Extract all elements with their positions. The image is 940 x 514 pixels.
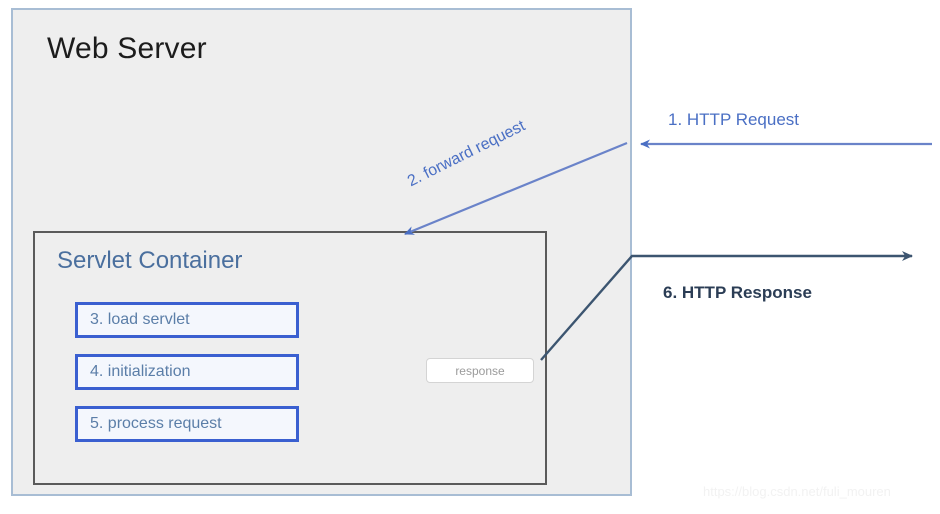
step-box-process-request: 5. process request — [75, 406, 299, 442]
step-box-initialization: 4. initialization — [75, 354, 299, 390]
arrow-label-http-request: 1. HTTP Request — [668, 110, 800, 129]
step-box-load-servlet: 3. load servlet — [75, 302, 299, 338]
response-chip: response — [426, 358, 534, 383]
step-label-initialization: 4. initialization — [90, 363, 191, 380]
response-chip-label: response — [455, 363, 505, 378]
step-label-load-servlet: 3. load servlet — [90, 311, 190, 328]
arrow-label-http-response: 6. HTTP Response — [663, 283, 812, 302]
watermark: https://blog.csdn.net/fuli_mouren — [703, 484, 891, 499]
step-label-process-request: 5. process request — [90, 415, 222, 432]
web-server-title: Web Server — [47, 32, 207, 65]
servlet-container-title: Servlet Container — [57, 247, 243, 274]
